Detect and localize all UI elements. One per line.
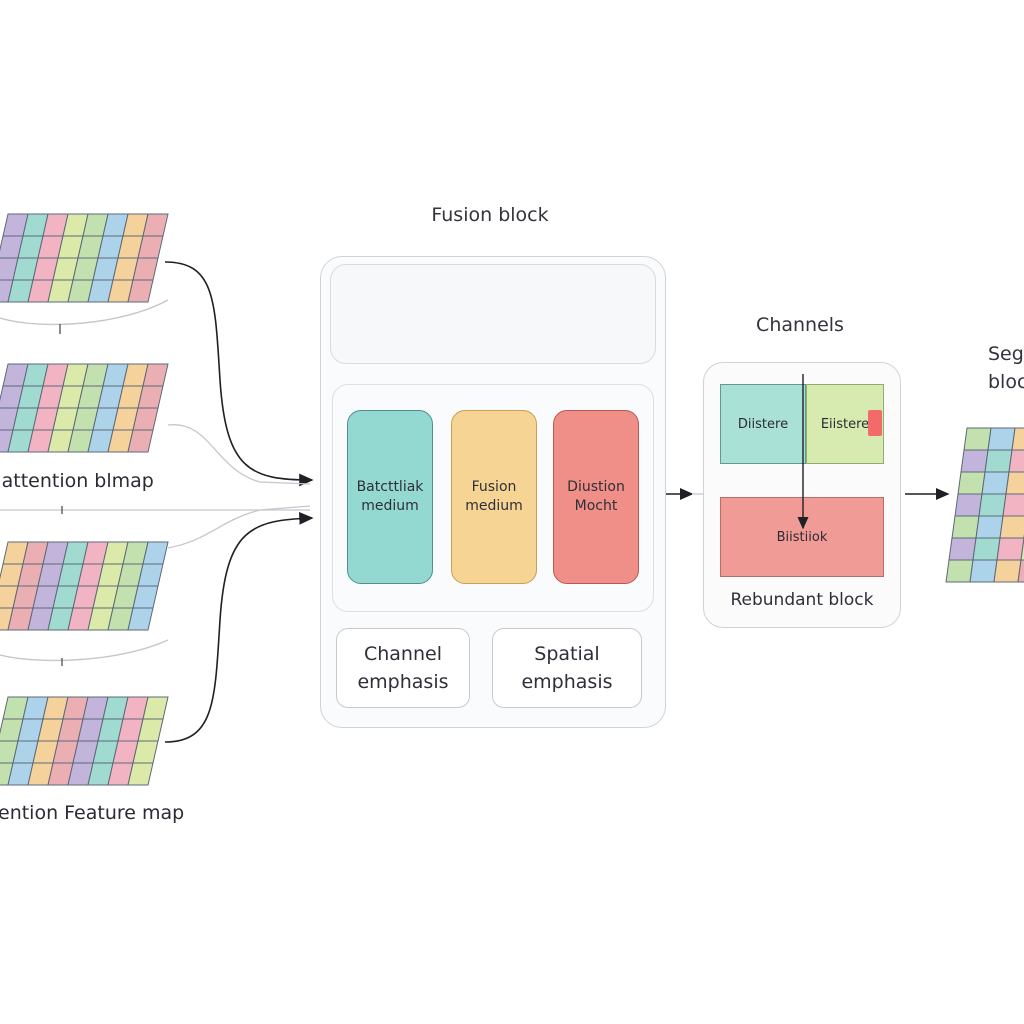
map-cell (984, 449, 1013, 473)
map-cell (975, 515, 1004, 539)
map-cell (987, 427, 1016, 451)
map-cell (127, 762, 154, 786)
map-cell (948, 537, 977, 561)
medium-block-3: Diustion Mocht (553, 410, 639, 584)
arrow-map1-to-fusion (164, 261, 314, 487)
map-cell (960, 449, 989, 473)
map-cell (132, 740, 159, 764)
map-cell (1020, 537, 1024, 561)
map-cell (1017, 559, 1024, 583)
map-cell (993, 559, 1022, 583)
map-cell (132, 407, 159, 431)
map-cell (142, 696, 169, 720)
feature-map-label-lower: ention Feature map (0, 802, 185, 824)
medium-block-2-label: Fusion medium (465, 479, 523, 514)
channel-emphasis-box: Channel emphasis (336, 628, 470, 708)
redundant-block-label: Rebundant block (730, 590, 874, 610)
channel-left-box: Diistere (720, 384, 806, 464)
channel-red-tab (868, 410, 882, 436)
feature-map-2 (0, 363, 169, 453)
map-cell (142, 363, 169, 387)
medium-block-3-label: Diustion Mocht (567, 479, 625, 514)
feature-map-4 (0, 696, 169, 786)
map-cell (142, 541, 169, 565)
map-cell (127, 429, 154, 453)
map-cell (142, 213, 169, 237)
fusion-medium-panel (332, 384, 654, 612)
map-cell (132, 585, 159, 609)
segmentation-output-map (945, 427, 1024, 583)
map-cell (127, 279, 154, 303)
fusion-top-panel (330, 264, 656, 364)
map-cell (137, 235, 164, 259)
segmentation-title-line1: Seg (988, 343, 1024, 365)
map-cell (996, 537, 1024, 561)
channels-title: Channels (756, 314, 844, 336)
map-cell (957, 471, 986, 495)
grey-connector-map3 (167, 505, 311, 549)
feature-map-label-upper: Jattention blmap (0, 470, 154, 492)
grey-connector-map2 (167, 424, 311, 485)
fusion-block-title: Fusion block (431, 204, 549, 226)
map-cell (999, 515, 1024, 539)
map-cell (127, 607, 154, 631)
map-cell (137, 563, 164, 587)
medium-block-1-label: Batcttliak medium (356, 479, 424, 514)
medium-block-2: Fusion medium (451, 410, 537, 584)
medium-block-1: Batcttliak medium (347, 410, 433, 584)
map-cell (1002, 493, 1024, 517)
map-1-curve (0, 299, 169, 326)
map-cell (137, 718, 164, 742)
feature-map-3 (0, 541, 169, 631)
map-cell (945, 559, 974, 583)
map-cell (1008, 449, 1024, 473)
segmentation-title: Seg bloc (988, 340, 1024, 396)
map-cell (954, 493, 983, 517)
map-cell (969, 559, 998, 583)
map-cell (981, 471, 1010, 495)
map-cell (132, 257, 159, 281)
spatial-emphasis-box: Spatial emphasis (492, 628, 642, 708)
channel-bottom-box: Biistiiok (720, 497, 884, 577)
map-cell (963, 427, 992, 451)
map-cell (137, 385, 164, 409)
map-3-curve (0, 639, 169, 662)
segmentation-title-line2: bloc (988, 371, 1024, 393)
arrow-map4-to-fusion (164, 512, 314, 743)
feature-map-1 (0, 213, 169, 303)
map-cell (972, 537, 1001, 561)
map-cell (978, 493, 1007, 517)
map-cell (1011, 427, 1024, 451)
map-cell (951, 515, 980, 539)
map-cell (1005, 471, 1024, 495)
